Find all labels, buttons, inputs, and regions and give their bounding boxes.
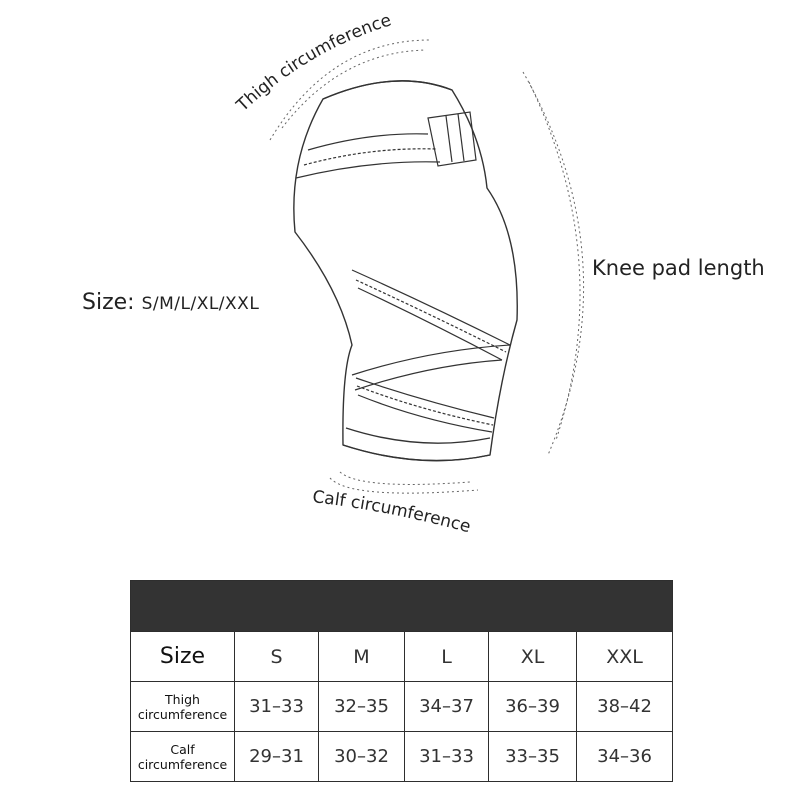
cross-straps: [351, 269, 511, 433]
header-m: M: [318, 631, 405, 682]
table-header-row: Size S M L XL XXL: [130, 631, 674, 682]
table-cell: 30–32: [318, 731, 405, 782]
table-cell: 38–42: [575, 681, 674, 732]
calf-circumference-label: Calf circumference: [311, 487, 472, 537]
header-xl: XL: [488, 631, 577, 682]
length-guide-outer: [522, 71, 585, 456]
knee-pad-illustration: Thigh circumference Calf circumference: [232, 10, 585, 537]
table-cell: 34–37: [404, 681, 489, 732]
measurement-guides: [269, 39, 585, 494]
row-label-line1: Calf: [170, 741, 195, 757]
calf-guide-outer: [329, 477, 479, 494]
table-cell: 29–31: [234, 731, 319, 782]
header-size: Size: [130, 631, 235, 682]
table-row-calf: Calf circumference 29–31 30–32 31–33 33–…: [130, 731, 674, 782]
table-cell: 32–35: [318, 681, 405, 732]
table-banner-row: [129, 580, 674, 632]
row-label-line1: Thigh: [165, 691, 200, 707]
knee-pad-length-label: Knee pad length: [592, 256, 765, 280]
table-cell: 31–33: [234, 681, 319, 732]
table-banner: [129, 580, 674, 632]
row-label-line2: circumference: [137, 756, 228, 772]
table-cell: 34–36: [575, 731, 674, 782]
header-xxl: XXL: [575, 631, 674, 682]
size-prefix: Size:: [82, 290, 135, 315]
row-label-line2: circumference: [137, 706, 228, 722]
table-cell: 31–33: [404, 731, 489, 782]
size-options-label: Size: S/M/L/XL/XXL: [82, 290, 259, 315]
strap-buckle: [427, 111, 477, 167]
calf-opening: [342, 444, 491, 462]
table-row-thigh: Thigh circumference 31–33 32–35 34–37 36…: [130, 681, 674, 732]
calf-cuff: [345, 427, 491, 444]
row-label-calf: Calf circumference: [130, 731, 235, 782]
table-cell: 36–39: [488, 681, 577, 732]
upper-strap: [295, 111, 477, 179]
size-list: S/M/L/XL/XXL: [141, 294, 260, 314]
row-label-thigh: Thigh circumference: [130, 681, 235, 732]
header-s: S: [234, 631, 319, 682]
length-guide-inner: [528, 81, 581, 441]
header-l: L: [404, 631, 489, 682]
thigh-opening: [322, 80, 453, 100]
sleeve-outline: [293, 80, 518, 462]
knee-sleeve: [293, 80, 518, 462]
table-cell: 33–35: [488, 731, 577, 782]
size-chart-table: Size S M L XL XXL Thigh circumference 31…: [129, 580, 674, 782]
calf-guide-inner: [339, 471, 471, 485]
